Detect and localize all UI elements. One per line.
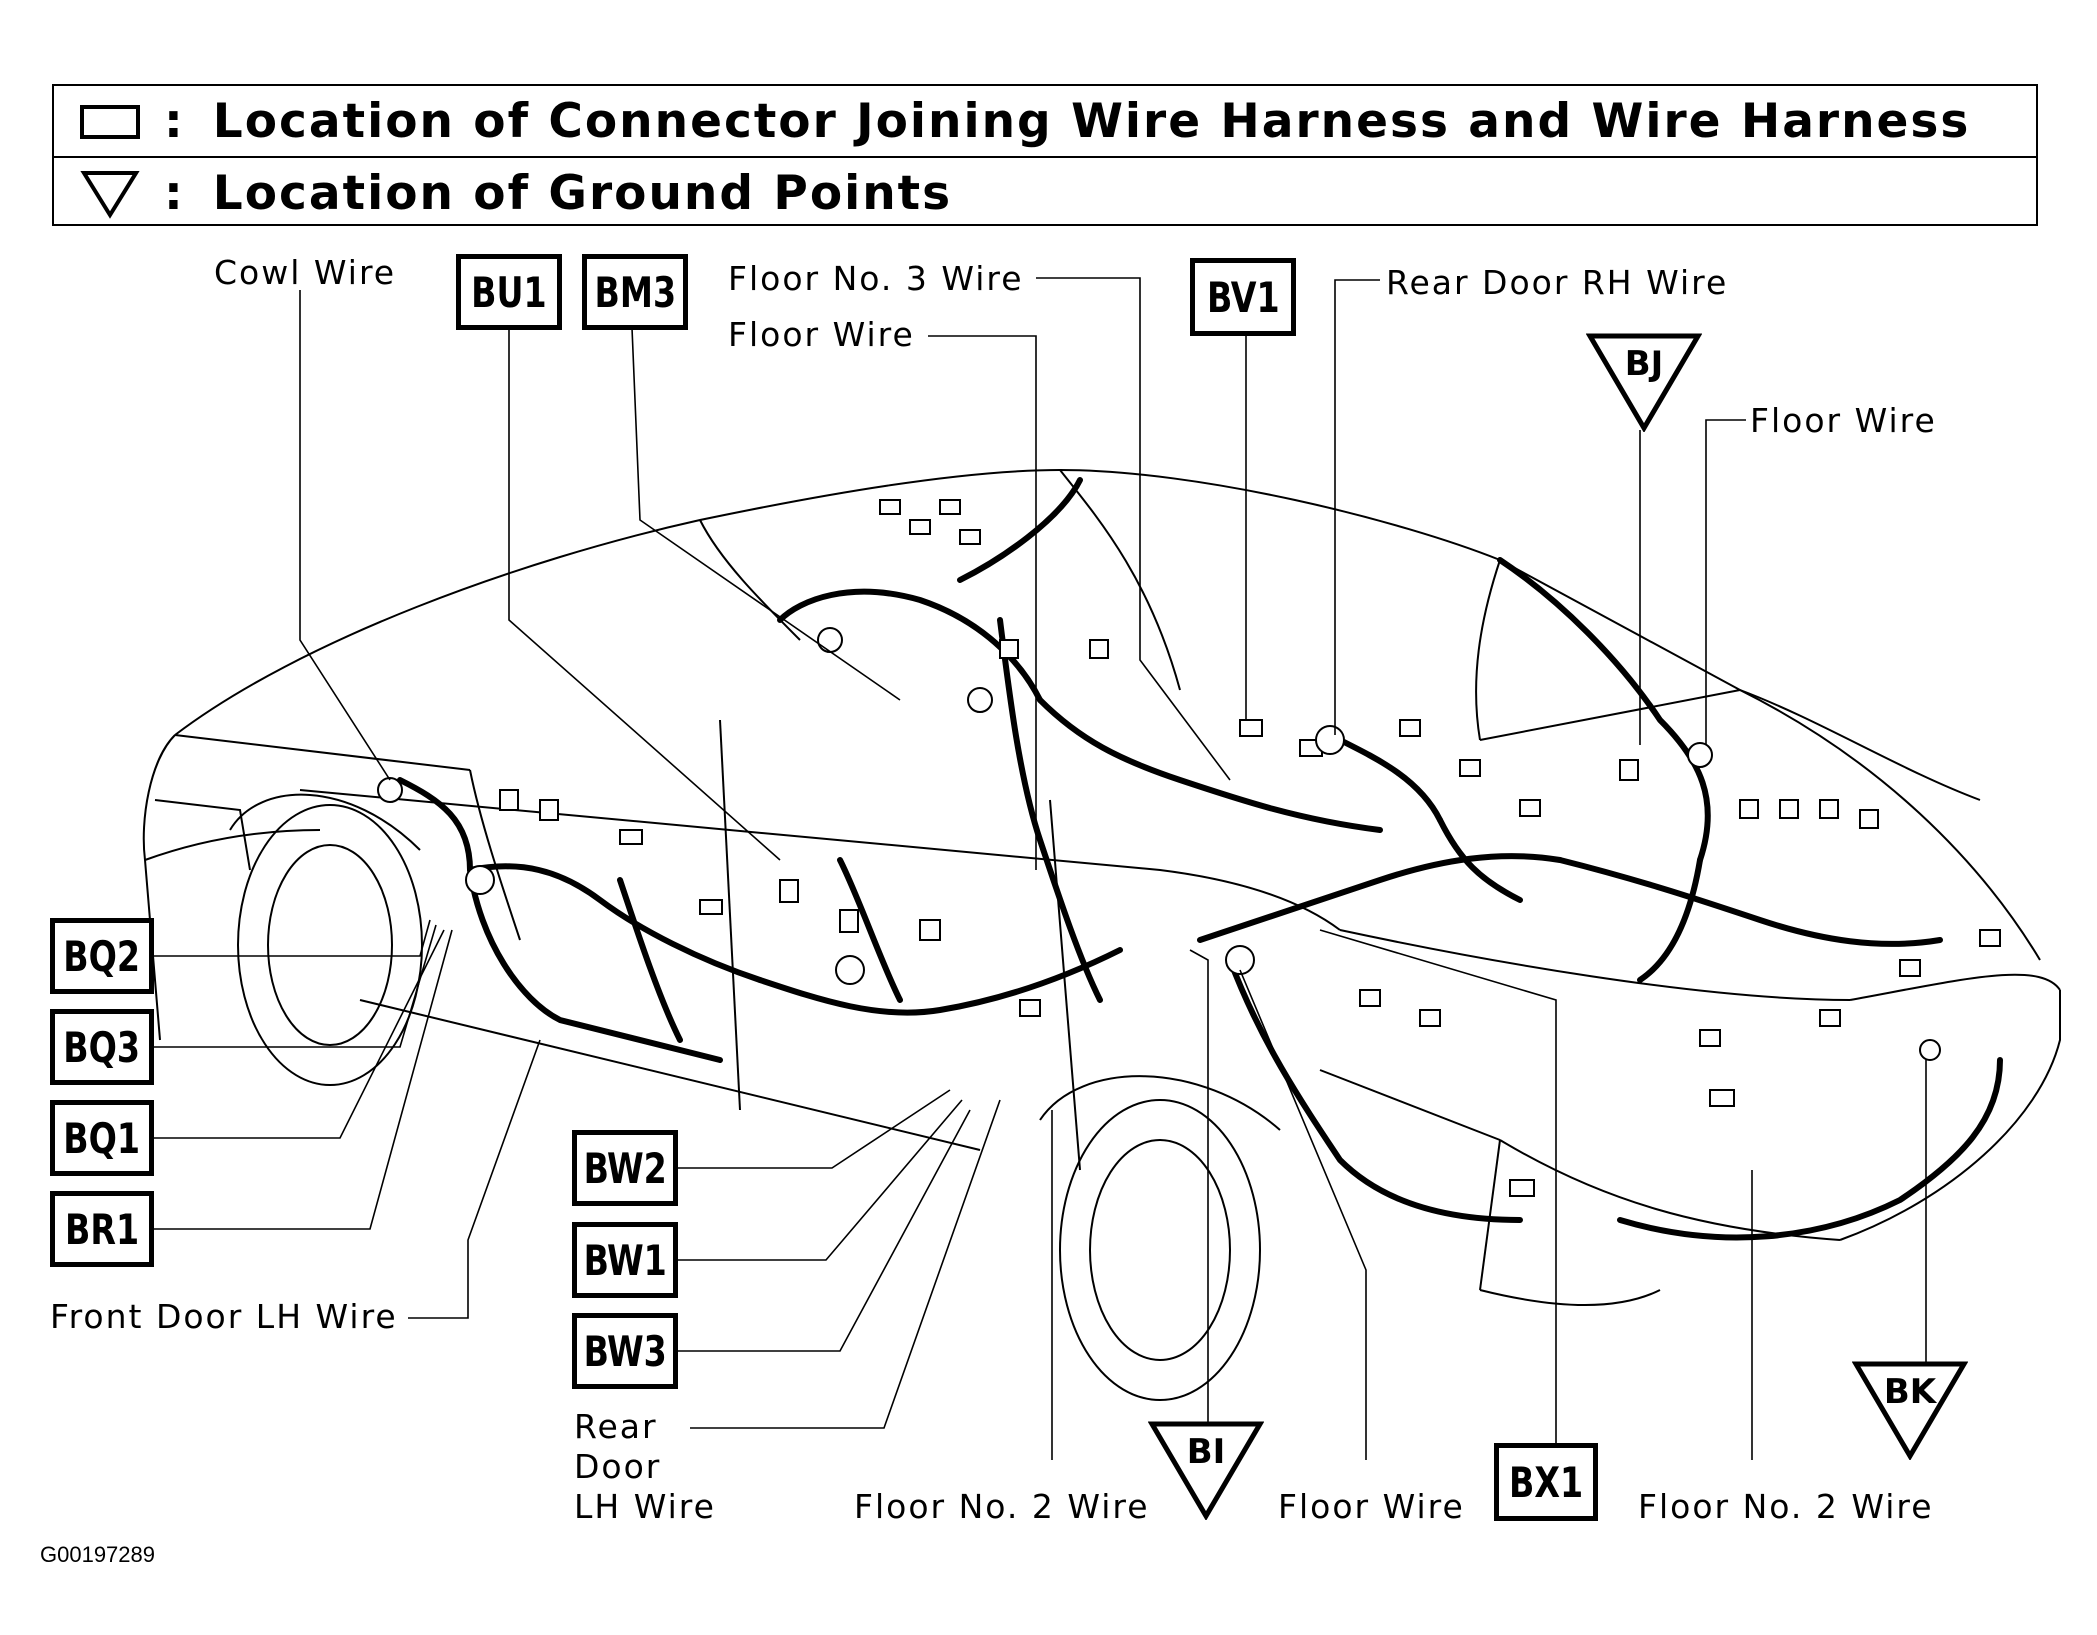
floor-no3-wire-label: Floor No. 3 Wire — [728, 259, 1024, 298]
connector-bw2: BW2 — [572, 1130, 678, 1206]
cowl-wire-label: Cowl Wire — [214, 253, 397, 292]
connector-bm3: BM3 — [582, 254, 688, 330]
ground-triangle-icon — [1586, 333, 1702, 432]
ground-triangle-icon — [1148, 1421, 1264, 1520]
floor-wire-top-label: Floor Wire — [728, 315, 915, 354]
connector-square-icon — [78, 93, 142, 149]
connector-bu1: BU1 — [456, 254, 562, 330]
ground-triangle-icon — [78, 165, 142, 221]
rear-door-lh-wire-label-line1: Rear — [574, 1407, 658, 1446]
car-body-outline — [142, 468, 2061, 1401]
floor-no2-wire-right-label: Floor No. 2 Wire — [1638, 1487, 1934, 1526]
ground-point-bk: BK — [1852, 1360, 1968, 1460]
floor-wire-right-label: Floor Wire — [1750, 401, 1937, 440]
rear-door-lh-wire-label-line3: LH Wire — [574, 1487, 716, 1526]
ground-point-bj: BJ — [1586, 332, 1702, 432]
connector-br1: BR1 — [50, 1191, 154, 1267]
legend-connector-text: Location of Connector Joining Wire Harne… — [212, 93, 1971, 149]
legend-divider — [54, 156, 2036, 158]
harness-connectors — [377, 499, 2001, 1197]
legend-colon: : — [164, 165, 185, 221]
ground-point-bi: BI — [1148, 1420, 1264, 1520]
connector-bq2: BQ2 — [50, 918, 154, 994]
rear-door-rh-wire-label: Rear Door RH Wire — [1386, 263, 1729, 302]
legend-ground-row: : Location of Ground Points — [78, 160, 952, 226]
connector-bv1: BV1 — [1190, 258, 1296, 336]
legend-connector-row: : Location of Connector Joining Wire Har… — [78, 88, 1970, 154]
leader-lines — [152, 277, 1927, 1460]
figure-id: G00197289 — [40, 1542, 155, 1567]
connector-bw3: BW3 — [572, 1313, 678, 1389]
wire-harness — [397, 477, 2003, 1241]
legend-ground-text: Location of Ground Points — [212, 165, 953, 221]
connector-bx1: BX1 — [1494, 1443, 1598, 1521]
connector-bq1: BQ1 — [50, 1100, 154, 1176]
legend-box: : Location of Connector Joining Wire Har… — [52, 84, 2038, 226]
front-door-lh-wire-label: Front Door LH Wire — [50, 1297, 398, 1336]
floor-no2-wire-bottom-label: Floor No. 2 Wire — [854, 1487, 1150, 1526]
connector-bw1: BW1 — [572, 1222, 678, 1298]
floor-wire-bottom-label: Floor Wire — [1278, 1487, 1465, 1526]
connector-bq3: BQ3 — [50, 1009, 154, 1085]
rear-door-lh-wire-label-line2: Door — [574, 1447, 662, 1486]
legend-colon: : — [164, 93, 185, 149]
ground-triangle-icon — [1852, 1361, 1968, 1460]
